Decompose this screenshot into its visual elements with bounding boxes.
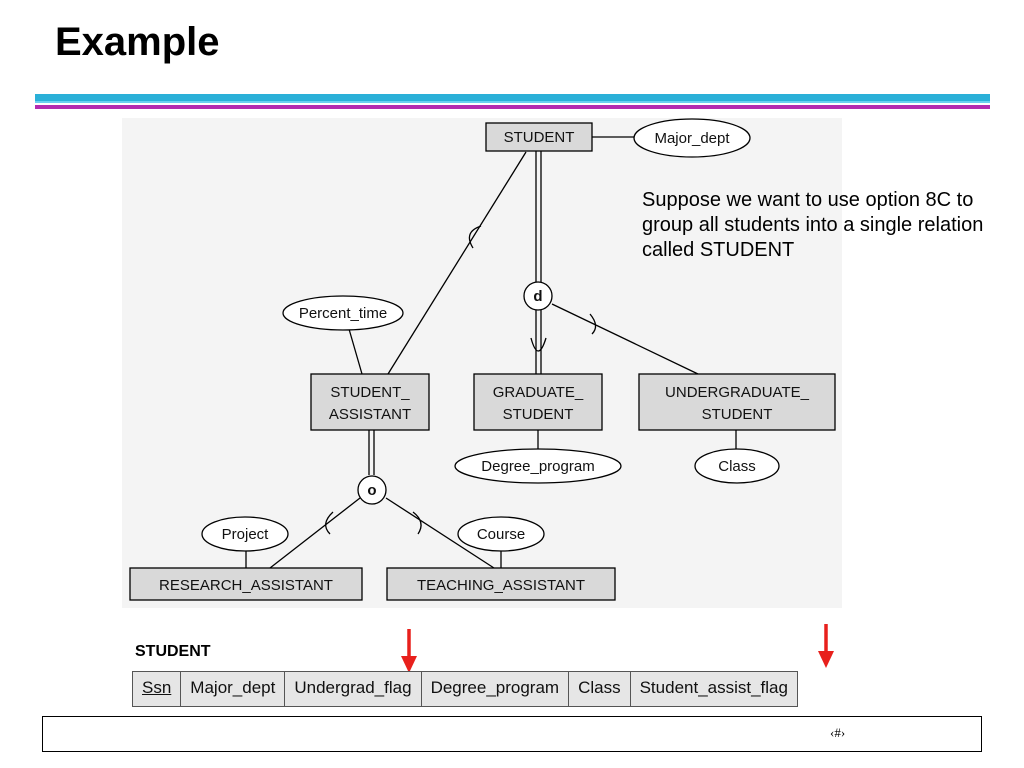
entity-student[interactable]: STUDENT: [485, 122, 593, 152]
attribute-major-dept[interactable]: Major_dept: [633, 118, 751, 158]
entity-teaching-assistant[interactable]: TEACHING_ASSISTANT: [386, 567, 616, 601]
attribute-project-label: Project: [222, 526, 270, 543]
entity-graduate-student-label-line1: GRADUATE_: [493, 384, 584, 401]
attribute-degree-program[interactable]: Degree_program: [454, 448, 622, 484]
relation-column-undergrad-flag[interactable]: Undergrad_flag: [285, 672, 422, 706]
entity-student-assistant-label-line2: ASSISTANT: [329, 406, 411, 423]
overlapping-marker-label: o: [367, 482, 376, 499]
subset-symbols: [325, 225, 597, 535]
attribute-percent-time-label: Percent_time: [299, 305, 387, 322]
entity-student-label: STUDENT: [504, 129, 575, 146]
footer-box: [42, 716, 982, 752]
relation-column-degree-program[interactable]: Degree_program: [422, 672, 570, 706]
slide-title: Example: [55, 20, 220, 64]
relation-column-ssn[interactable]: Ssn: [133, 672, 182, 706]
relation-column-class[interactable]: Class: [569, 672, 631, 706]
title-divider-purple: [35, 105, 990, 109]
attribute-course[interactable]: Course: [457, 516, 545, 552]
entity-research-assistant[interactable]: RESEARCH_ASSISTANT: [129, 567, 363, 601]
entity-student-assistant-label-line1: STUDENT_: [330, 384, 410, 401]
relation-column-major-dept[interactable]: Major_dept: [181, 672, 286, 706]
relation-name: STUDENT: [135, 643, 211, 660]
entity-graduate-student[interactable]: GRADUATE_ STUDENT: [473, 373, 603, 431]
title-divider-light: [35, 101, 990, 103]
disjoint-marker-label: d: [533, 288, 542, 305]
attribute-percent-time[interactable]: Percent_time: [282, 295, 404, 331]
title-divider-blue: [35, 94, 990, 101]
explanation-note: Suppose we want to use option 8C to grou…: [642, 189, 984, 261]
entity-graduate-student-label-line2: STUDENT: [503, 406, 574, 423]
attribute-course-label: Course: [477, 526, 525, 543]
diagram-connections: [245, 136, 737, 569]
entity-student-assistant[interactable]: STUDENT_ ASSISTANT: [310, 373, 430, 431]
relation-schema-table: Ssn Major_dept Undergrad_flag Degree_pro…: [132, 671, 798, 707]
overlapping-specialization-circle[interactable]: o: [357, 475, 387, 505]
relation-column-ssn-label: Ssn: [142, 678, 172, 697]
entity-teaching-assistant-label: TEACHING_ASSISTANT: [417, 577, 585, 594]
arrow-student-assist-flag-icon: [818, 624, 834, 668]
attribute-class[interactable]: Class: [694, 448, 780, 484]
attribute-degree-program-label: Degree_program: [481, 458, 594, 475]
attribute-class-label: Class: [718, 458, 756, 475]
page-number: ‹#›: [830, 725, 846, 740]
entity-research-assistant-label: RESEARCH_ASSISTANT: [159, 577, 333, 594]
relation-column-student-assist-flag[interactable]: Student_assist_flag: [639, 678, 788, 697]
entity-undergraduate-student-label-line2: STUDENT: [702, 406, 773, 423]
attribute-project[interactable]: Project: [201, 516, 289, 552]
arrow-undergrad-flag-icon: [401, 629, 417, 673]
entity-undergraduate-student[interactable]: UNDERGRADUATE_ STUDENT: [638, 373, 836, 431]
attribute-major-dept-label: Major_dept: [654, 130, 730, 147]
entity-undergraduate-student-label-line1: UNDERGRADUATE_: [665, 384, 810, 401]
disjoint-specialization-circle[interactable]: d: [523, 281, 553, 311]
